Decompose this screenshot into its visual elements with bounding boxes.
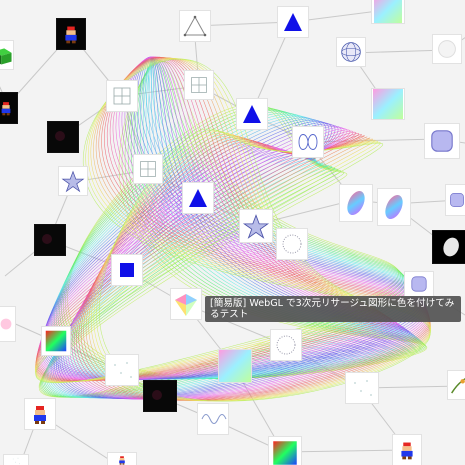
thumbnail-dark-texture[interactable] [34,224,66,256]
hover-tooltip: [簡易版] WebGL で3次元リサージュ図形に色を付けてみるテスト [205,296,461,322]
thumbnail-triangle-outline[interactable] [179,10,211,42]
thumbnail-mario-sprite[interactable] [392,434,422,465]
thumbnail-grid-cube[interactable] [184,70,214,100]
lissajous-band [35,58,431,402]
thumbnail-triangle-blue[interactable] [277,6,309,38]
graph-edge [282,449,408,453]
thumbnail-star-wire[interactable] [58,166,88,196]
thumbnail-sphere-wire[interactable] [336,37,366,67]
graph-edge [306,138,440,143]
thumbnail-white-sphere[interactable] [432,34,462,64]
thumbnail-lissajous-color[interactable] [339,184,373,222]
thumbnail-dark-texture[interactable] [143,380,177,412]
thumbnail-ring-lines[interactable] [276,228,308,260]
thumbnail-grid-cube[interactable] [106,80,138,112]
thumbnail-pixel-dots[interactable] [345,372,379,404]
thumbnail-square-blue[interactable] [111,254,143,286]
thumbnail-pixel-dots[interactable] [105,354,139,386]
thumbnail-cube-green[interactable] [0,40,14,70]
thumbnail-color-gradient[interactable] [268,436,302,465]
thumbnail-noise-gradient[interactable] [371,0,405,24]
thumbnail-mario-sprite[interactable] [56,18,86,50]
thumbnail-dark-texture[interactable] [47,121,79,153]
thumbnail-color-gradient[interactable] [41,326,71,356]
thumbnail-wave-line[interactable] [197,403,229,435]
lissajous-band [39,56,427,400]
thumbnail-triangle-blue[interactable] [236,98,268,130]
graph-edge [350,49,448,54]
thumbnail-prism-colored[interactable] [170,288,202,320]
thumbnail-noise-gradient[interactable] [218,349,252,383]
thumbnail-noise-gradient[interactable] [371,88,405,120]
thumbnail-rounded-cube[interactable] [424,123,460,159]
thumbnail-fern-leaf[interactable] [447,370,465,400]
lissajous-band [38,56,428,400]
thumbnail-ring-lines[interactable] [270,329,302,361]
lissajous-band [37,56,429,401]
thumbnail-lissajous-curve[interactable] [292,126,324,158]
thumbnail-mario-sprite[interactable] [107,452,137,465]
thumbnail-mario-sprite[interactable] [0,92,18,124]
thumbnail-rounded-cube[interactable] [404,271,434,297]
thumbnail-rounded-cube[interactable] [445,184,465,216]
thumbnail-grid-cube[interactable] [133,154,163,184]
thumbnail-triangle-blue[interactable] [182,182,214,214]
thumbnail-pink-blur[interactable] [0,306,16,342]
thumbnail-star-wire[interactable] [239,209,273,243]
lissajous-band [35,57,431,402]
lissajous-band [38,56,428,400]
thumbnail-lissajous-color[interactable] [377,188,411,226]
thumbnail-pixel-dots[interactable] [3,454,29,465]
thumbnail-mario-sprite[interactable] [24,398,56,430]
thumbnail-blob-dark[interactable] [432,230,465,264]
